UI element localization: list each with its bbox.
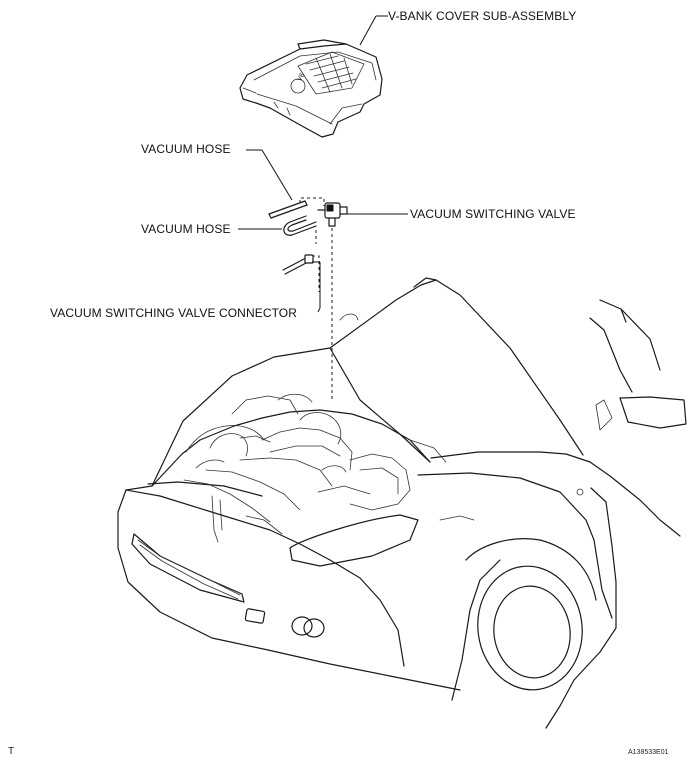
- vacuum-hose-label-bottom: VACUUM HOSE: [141, 222, 231, 236]
- v-bank-cover-label: V-BANK COVER SUB-ASSEMBLY: [388, 9, 577, 23]
- vacuum-switching-valve-label: VACUUM SWITCHING VALVE: [410, 207, 576, 221]
- vacuum-switching-valve-drawing: [317, 202, 348, 227]
- vacuum-switching-valve-connector-label: VACUUM SWITCHING VALVE CONNECTOR: [50, 306, 297, 320]
- v-bank-cover-drawing: [239, 39, 383, 138]
- vacuum-switching-valve-connector-drawing: [282, 254, 314, 275]
- vacuum-hose-label-top: VACUUM HOSE: [141, 142, 231, 156]
- figure-id: A138533E01: [628, 749, 669, 756]
- vehicle-front-drawing: [117, 277, 687, 729]
- footer-left-mark: T: [8, 746, 15, 757]
- vacuum-hose-bent-drawing: [283, 215, 317, 236]
- vacuum-hose-straight-drawing: [268, 200, 308, 219]
